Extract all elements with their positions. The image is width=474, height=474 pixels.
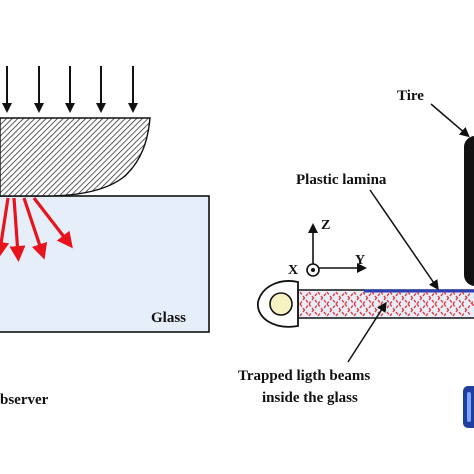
tire-label: Tire (397, 88, 424, 104)
axis-z-label: Z (321, 218, 330, 233)
axis-x-label: X (288, 263, 298, 278)
axis-y-label: Y (355, 253, 365, 268)
glass-label: Glass (151, 310, 186, 326)
plastic-lamina-label: Plastic lamina (296, 172, 387, 188)
incident-light-arrows (2, 66, 138, 113)
glass-plate (297, 289, 474, 319)
reflected-red-beams (0, 197, 73, 262)
light-source (257, 280, 299, 328)
trapped-beams-label-line2: inside the glass (262, 390, 358, 406)
tire (464, 136, 474, 286)
glass-block (0, 195, 210, 333)
finger-contact-shape (0, 117, 151, 197)
observer-label: bserver (0, 392, 49, 408)
trapped-beams-label-line1: Trapped ligth beams (238, 368, 370, 384)
left-panel: Glass bserver (0, 66, 210, 408)
coordinate-axes (308, 223, 367, 273)
trapped-light-beams (299, 290, 474, 318)
sensor-device-partial (463, 386, 474, 428)
right-panel: Z Y X Tire Plastic lamina Trapped ligth … (238, 88, 474, 428)
leader-lines (347, 103, 470, 363)
